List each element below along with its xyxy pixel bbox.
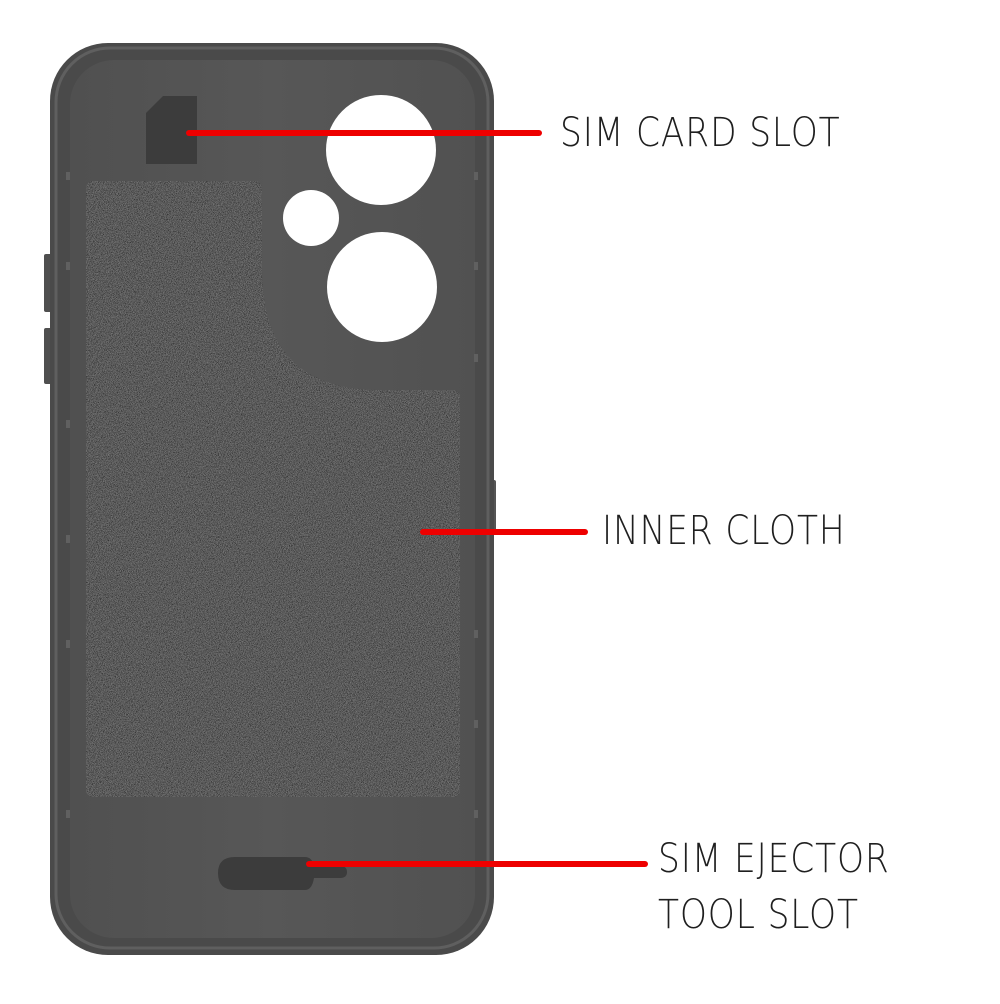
leader-line-sim-card-slot xyxy=(186,130,542,136)
sim-card-slot-shape xyxy=(146,96,197,164)
camera-cutout-top xyxy=(326,95,436,205)
inner-wall-notches xyxy=(66,172,478,818)
callout-label-sim-ejector-line2: TOOL SLOT xyxy=(658,892,859,938)
inner-cloth-shape xyxy=(86,181,460,797)
camera-cutout-bottom xyxy=(327,232,437,342)
sim-ejector-slot-shape xyxy=(218,857,347,890)
callout-label-sim-ejector-line1: SIM EJECTOR xyxy=(658,836,890,882)
camera-cutout-small xyxy=(283,190,339,246)
callout-label-inner-cloth: INNER CLOTH xyxy=(602,508,846,554)
callout-label-sim-card-slot: SIM CARD SLOT xyxy=(560,110,841,156)
leader-line-sim-ejector xyxy=(306,861,648,867)
leader-line-inner-cloth xyxy=(420,529,588,535)
camera-cutouts xyxy=(283,95,437,342)
case-rim xyxy=(54,46,490,950)
